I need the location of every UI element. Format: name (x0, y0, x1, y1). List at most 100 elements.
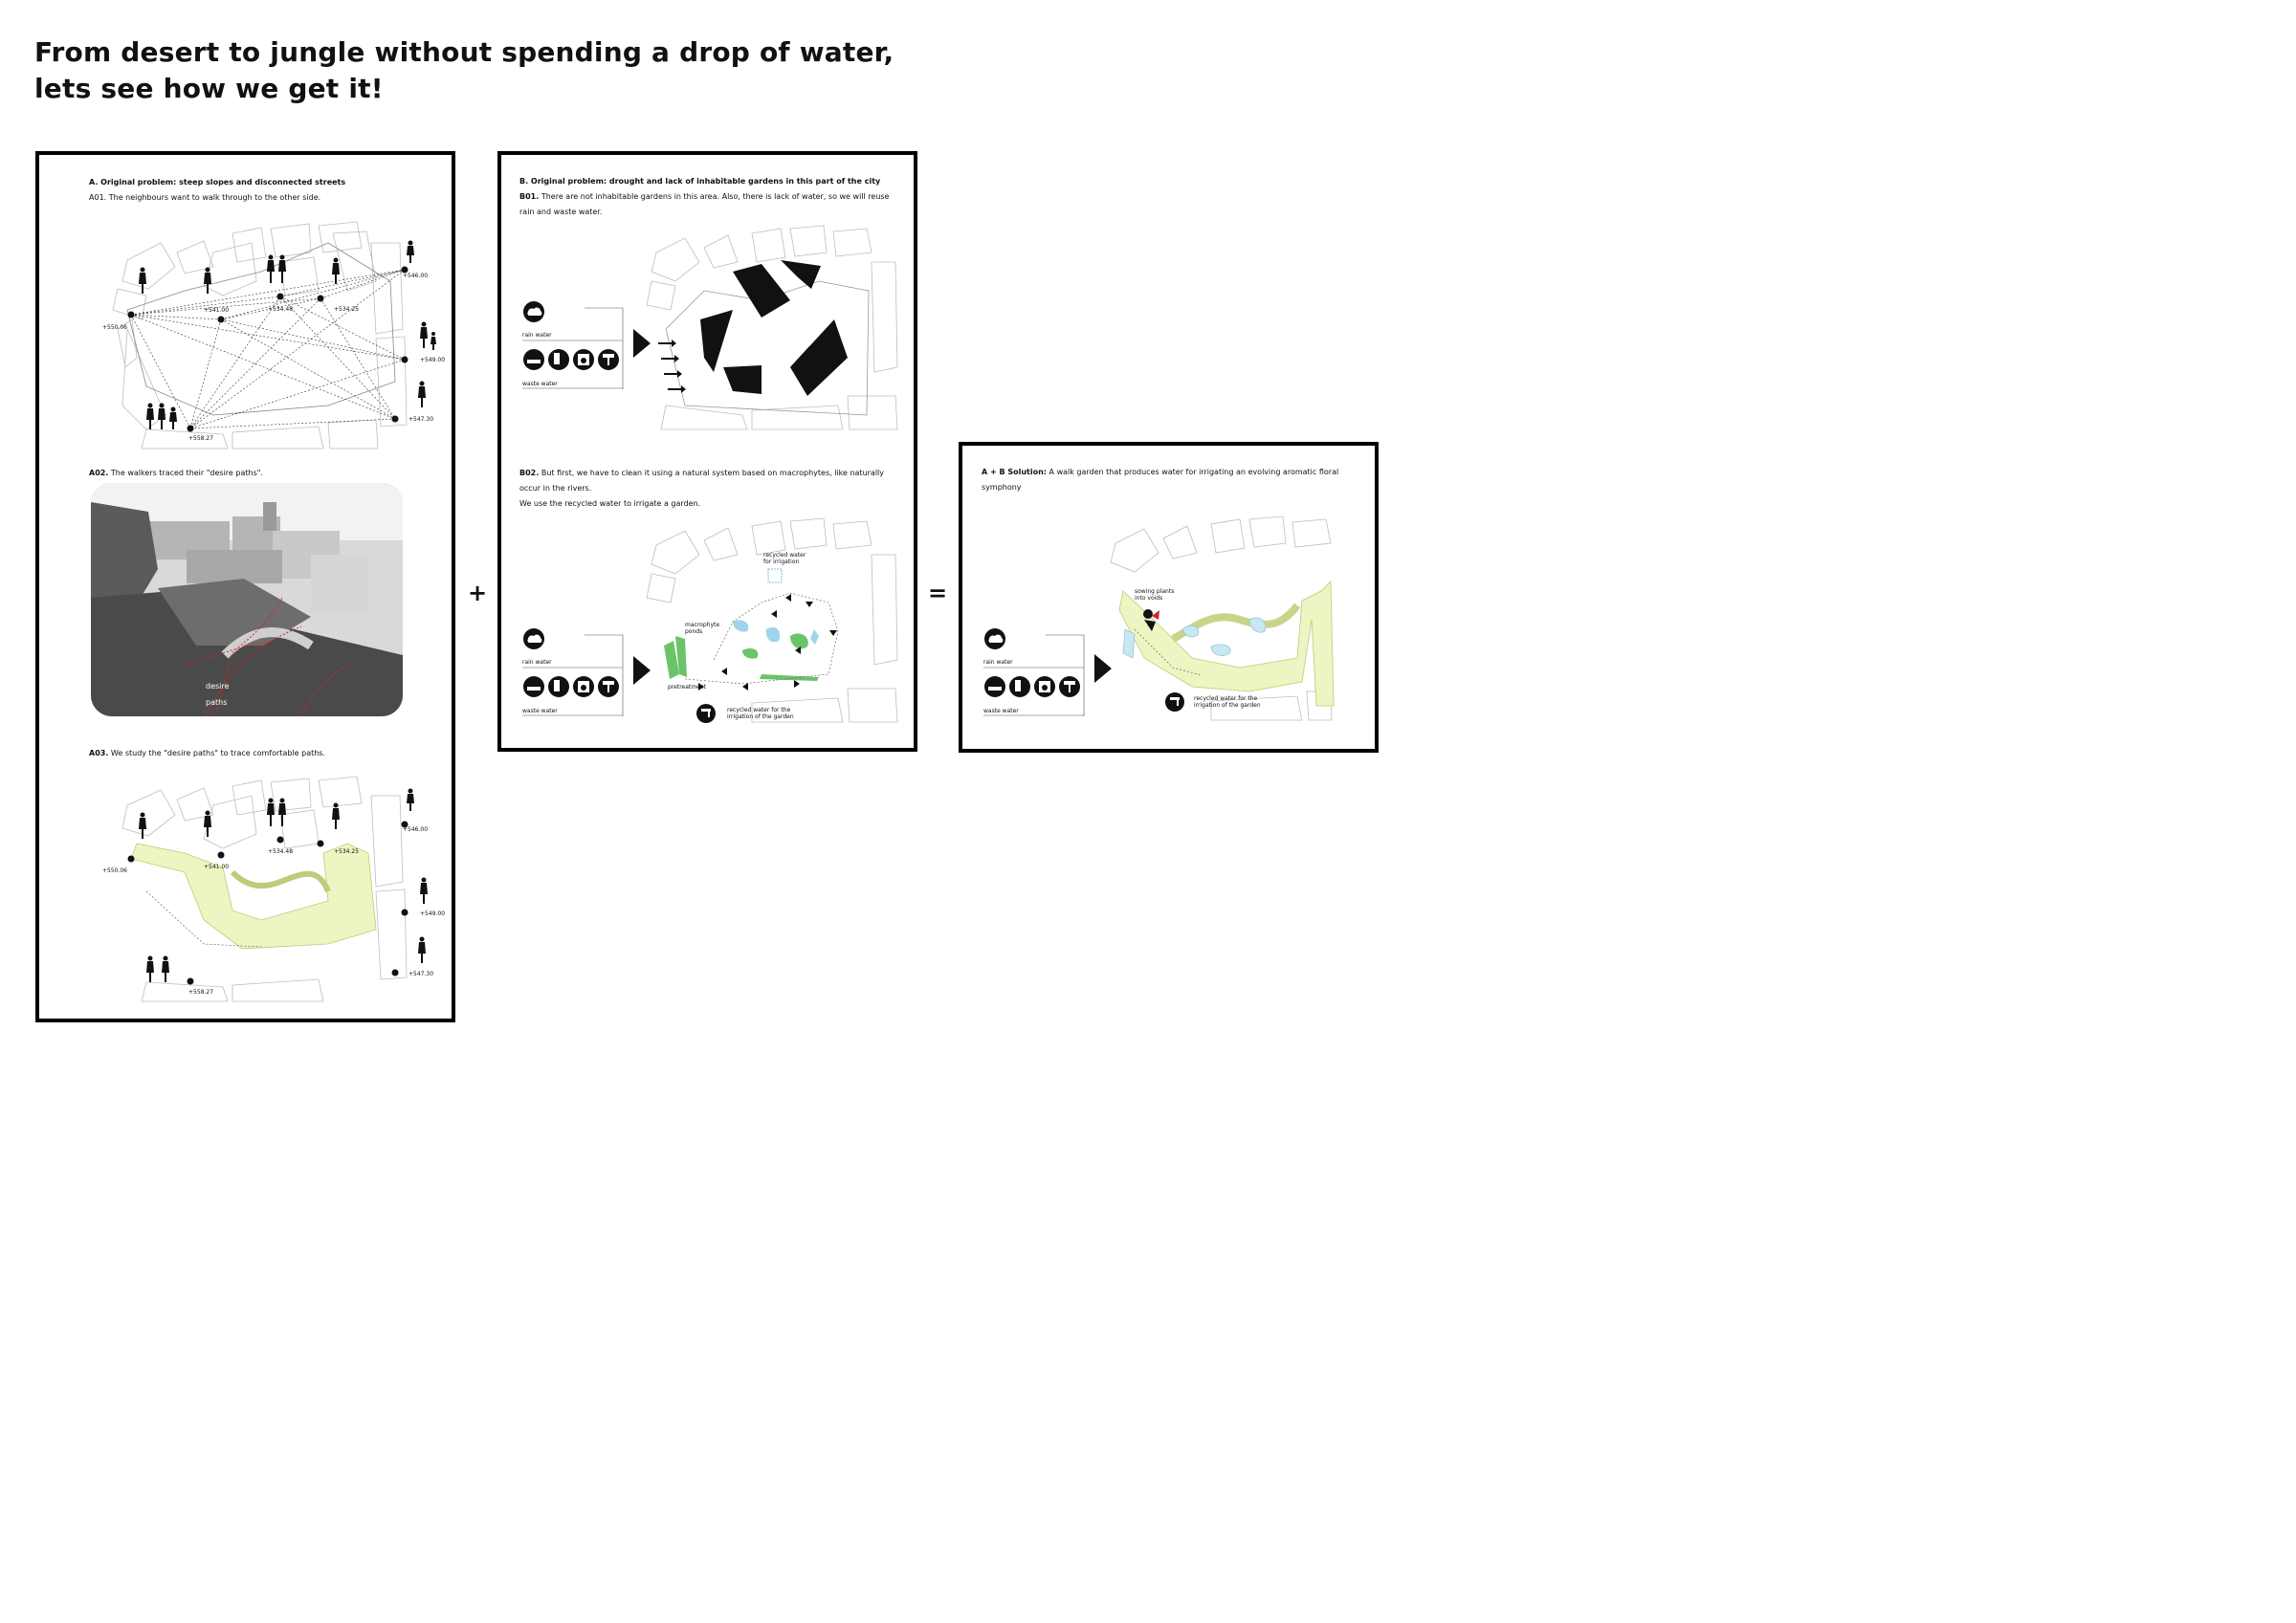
elevation-points (127, 821, 408, 985)
inflow-arrows (658, 340, 686, 393)
pedestrian-icon (139, 240, 436, 429)
elevation-label: +550.06 (102, 324, 127, 331)
panel-a-problem-slopes: A. Original problem: steep slopes and di… (35, 151, 455, 1022)
elevation-label: +534.25 (334, 306, 359, 313)
recycled-garden-label-1: recycled water for the (727, 707, 791, 713)
sink-icon (523, 349, 544, 370)
rain-cloud-icon (523, 301, 544, 322)
shower-icon (1059, 676, 1080, 697)
elevation-label: +534.25 (334, 848, 359, 855)
sowing-label-1: sowing plants (1135, 588, 1174, 595)
a03-text: A03. We study the "desire paths" to trac… (89, 749, 326, 757)
elevation-label: +547.30 (408, 416, 433, 423)
urban-block-outlines (646, 225, 898, 430)
elevation-label: +549.00 (420, 910, 445, 917)
panel-b-title: B. Original problem: drought and lack of… (519, 177, 881, 186)
panel-c-solution: A + B Solution: A walk garden that produ… (959, 442, 1379, 753)
rain-water-label: rain water (522, 659, 552, 666)
a01-desire-lines-map: +550.06 +541.00 +534.48 +534.25 +546.00 … (102, 221, 445, 450)
a02-text: A02. The walkers traced their "desire pa… (89, 469, 263, 477)
b02-water-sources: rain water waste water (522, 627, 656, 727)
water-pond-shapes (733, 568, 819, 645)
b02-text-line-3: We use the recycled water to irrigate a … (519, 499, 701, 508)
panel-b-problem-drought: B. Original problem: drought and lack of… (497, 151, 917, 752)
recycled-garden-label-2: irrigation of the garden (727, 713, 794, 720)
valley-outline (126, 242, 396, 416)
a03-comfortable-paths-map: +550.06 +541.00 +534.48 +534.25 +546.00 … (102, 776, 445, 1002)
b01-text-line-2: rain and waste water. (519, 208, 603, 216)
b02-text-line-2: occur in the rivers. (519, 484, 592, 493)
waste-water-label: waste water (522, 381, 558, 387)
pedestrian-icon (139, 788, 428, 982)
c-water-sources: rain water waste water (983, 627, 1117, 727)
rain-cloud-icon (984, 628, 1005, 649)
sink-icon (523, 676, 544, 697)
elevation-label: +534.48 (268, 306, 293, 313)
urban-block-outlines (112, 221, 408, 450)
panel-c-title-line-2: symphony (982, 483, 1022, 492)
urban-block-outlines (1110, 515, 1333, 721)
b01-text-line-1: B01. There are not inhabitable gardens i… (519, 192, 890, 201)
macrophyte-label-2: ponds (685, 628, 702, 635)
shower-icon (598, 676, 619, 697)
gardener-figure (1143, 609, 1159, 631)
toilet-icon (1009, 676, 1030, 697)
recycled-garden-label-1: recycled water for the (1194, 695, 1258, 702)
panel-c-title-line-1: A + B Solution: A walk garden that produ… (982, 468, 1339, 476)
macrophyte-label-1: macrophyte (685, 622, 719, 628)
page-headline: From desert to jungle without spending a… (34, 34, 894, 107)
plus-operator: + (468, 580, 488, 606)
desire-paths-overlay (186, 597, 350, 716)
switchback-path (230, 869, 331, 893)
flow-arrow-icon (1094, 654, 1112, 683)
elevation-points (127, 266, 408, 432)
sink-icon (984, 676, 1005, 697)
equals-operator: = (928, 580, 948, 606)
shower-icon (598, 349, 619, 370)
waste-water-label: waste water (522, 708, 558, 714)
recycled-irrigation-label-2: for irrigation (763, 559, 799, 565)
a01-text: A01. The neighbours want to walk through… (89, 193, 321, 202)
panel-a-title: A. Original problem: steep slopes and di… (89, 178, 346, 186)
desire-paths-photo: desire paths (91, 483, 403, 716)
b02-text-line-1: B02. But first, we have to clean it usin… (519, 469, 885, 477)
walk-garden-path (130, 843, 377, 950)
toilet-icon (548, 676, 569, 697)
urban-block-outlines (121, 776, 408, 1002)
elevation-label: +546.00 (403, 273, 428, 279)
desire-lines (130, 269, 406, 429)
toilet-icon (548, 349, 569, 370)
rain-cloud-icon (523, 628, 544, 649)
elevation-label: +549.00 (420, 357, 445, 363)
washing-machine-icon (573, 349, 594, 370)
recycled-irrigation-label-1: recycled water (763, 552, 806, 559)
b02-macrophyte-system-map: recycled water for irrigation macrophyte… (646, 517, 898, 723)
rain-water-label: rain water (983, 659, 1013, 666)
recycled-garden-label-2: irrigation of the garden (1194, 702, 1261, 709)
faucet-icon (696, 704, 716, 723)
flow-arrow-icon (633, 656, 651, 685)
elevation-label: +546.00 (403, 826, 428, 833)
washing-machine-icon (573, 676, 594, 697)
washing-machine-icon (1034, 676, 1055, 697)
elevation-label: +558.27 (188, 989, 213, 996)
macrophyte-pond-shapes (664, 633, 819, 681)
hillside-buildings (144, 502, 368, 612)
pretreatment-label: pretreatment (668, 684, 707, 691)
elevation-label: +534.48 (268, 848, 293, 855)
rain-water-label: rain water (522, 332, 552, 339)
c-walk-garden-map: sowing plants into voids recycled water … (1110, 515, 1335, 721)
photo-label-paths: paths (206, 698, 228, 707)
elevation-label: +558.27 (188, 435, 213, 442)
headline-line-1: From desert to jungle without spending a… (34, 36, 894, 68)
photo-label-desire: desire (206, 682, 230, 691)
faucet-icon (1165, 692, 1184, 712)
elevation-label: +541.00 (204, 864, 229, 870)
elevation-label: +547.30 (408, 971, 433, 977)
waste-water-label: waste water (983, 708, 1019, 714)
elevation-label: +541.00 (204, 307, 229, 314)
b01-water-sources: rain water waste water (522, 300, 656, 400)
sowing-label-2: into voids (1135, 595, 1162, 602)
urban-block-outlines (646, 517, 898, 723)
elevation-label: +550.06 (102, 867, 127, 874)
